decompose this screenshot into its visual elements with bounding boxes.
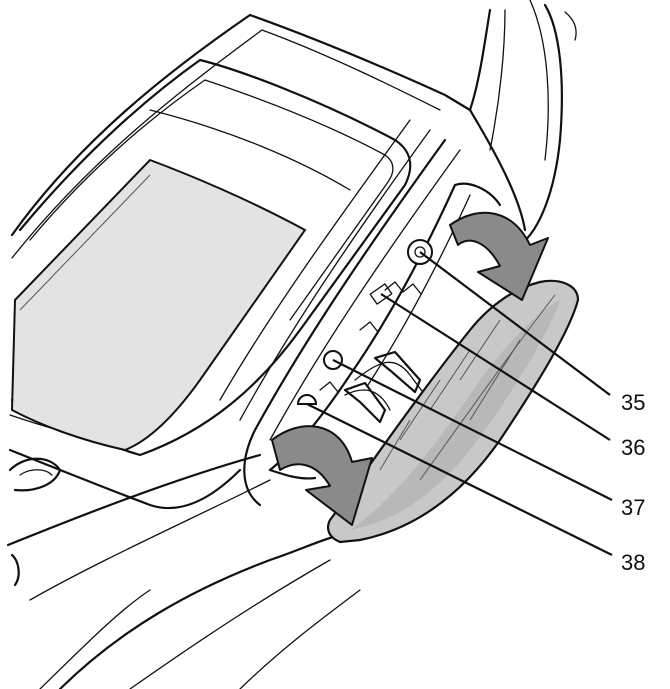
callout-35: 35 — [621, 390, 645, 415]
callout-labels: 35 36 37 38 — [621, 390, 645, 575]
display-screen — [10, 158, 307, 452]
arrow-upper-icon — [449, 211, 549, 301]
hook-38 — [296, 394, 318, 405]
callout-36: 36 — [621, 435, 645, 460]
battery-cover — [326, 279, 580, 544]
callout-38: 38 — [621, 550, 645, 575]
side-button — [8, 457, 62, 587]
arrow-lower-icon — [271, 425, 373, 526]
device-body — [6, 0, 577, 689]
rotation-arrows — [271, 211, 549, 526]
leader-lines — [306, 251, 613, 556]
display-housing — [10, 58, 412, 457]
callout-37: 37 — [621, 495, 645, 520]
